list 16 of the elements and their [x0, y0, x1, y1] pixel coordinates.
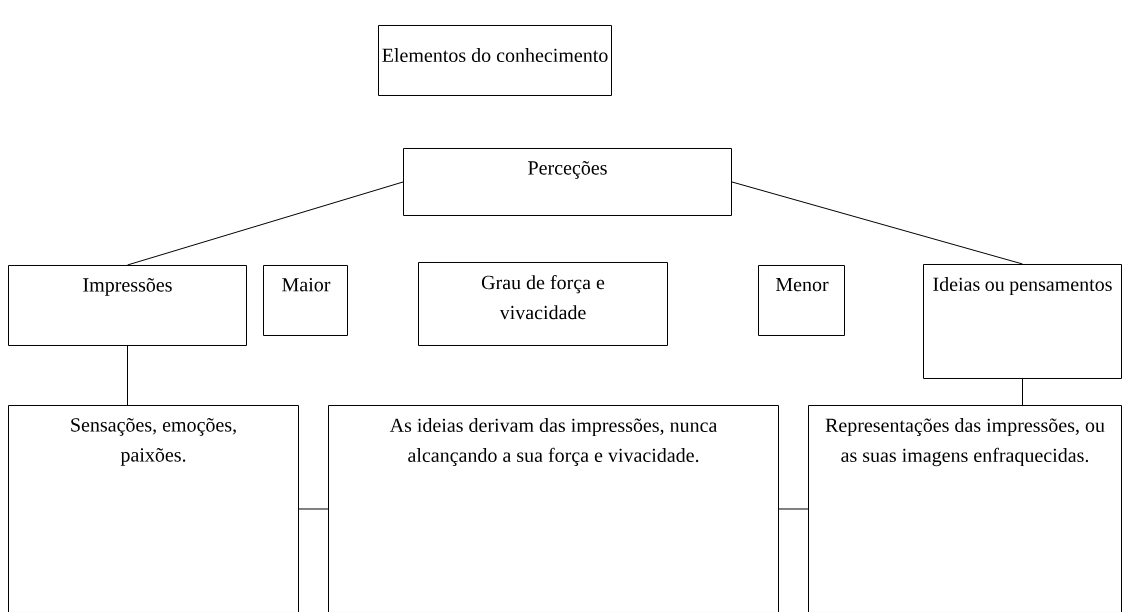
concept-box: Menor [758, 265, 845, 336]
concept-box: Maior [263, 265, 348, 336]
connector-line [778, 508, 809, 510]
concept-box: Ideias ou pensamentos [923, 264, 1122, 379]
concept-box: Impressões [8, 265, 247, 346]
concept-box: Sensações, emoções, paixões. [8, 405, 299, 612]
connector-line [127, 181, 404, 266]
concept-box: Perceções [403, 148, 732, 216]
concept-box: As ideias derivam das impressões, nunca alcançando a sua força e vivacidade. [328, 405, 779, 612]
connector-line [731, 181, 1023, 265]
concept-box: Elementos do conhecimento [378, 25, 612, 96]
connector-line [127, 345, 128, 406]
concept-box: Grau de força e vivacidade [418, 262, 668, 346]
connector-line [1022, 378, 1023, 406]
concept-box: Representações das impressões, ou as suas imagens enfraquecidas. [808, 405, 1122, 612]
connector-line [298, 508, 329, 510]
